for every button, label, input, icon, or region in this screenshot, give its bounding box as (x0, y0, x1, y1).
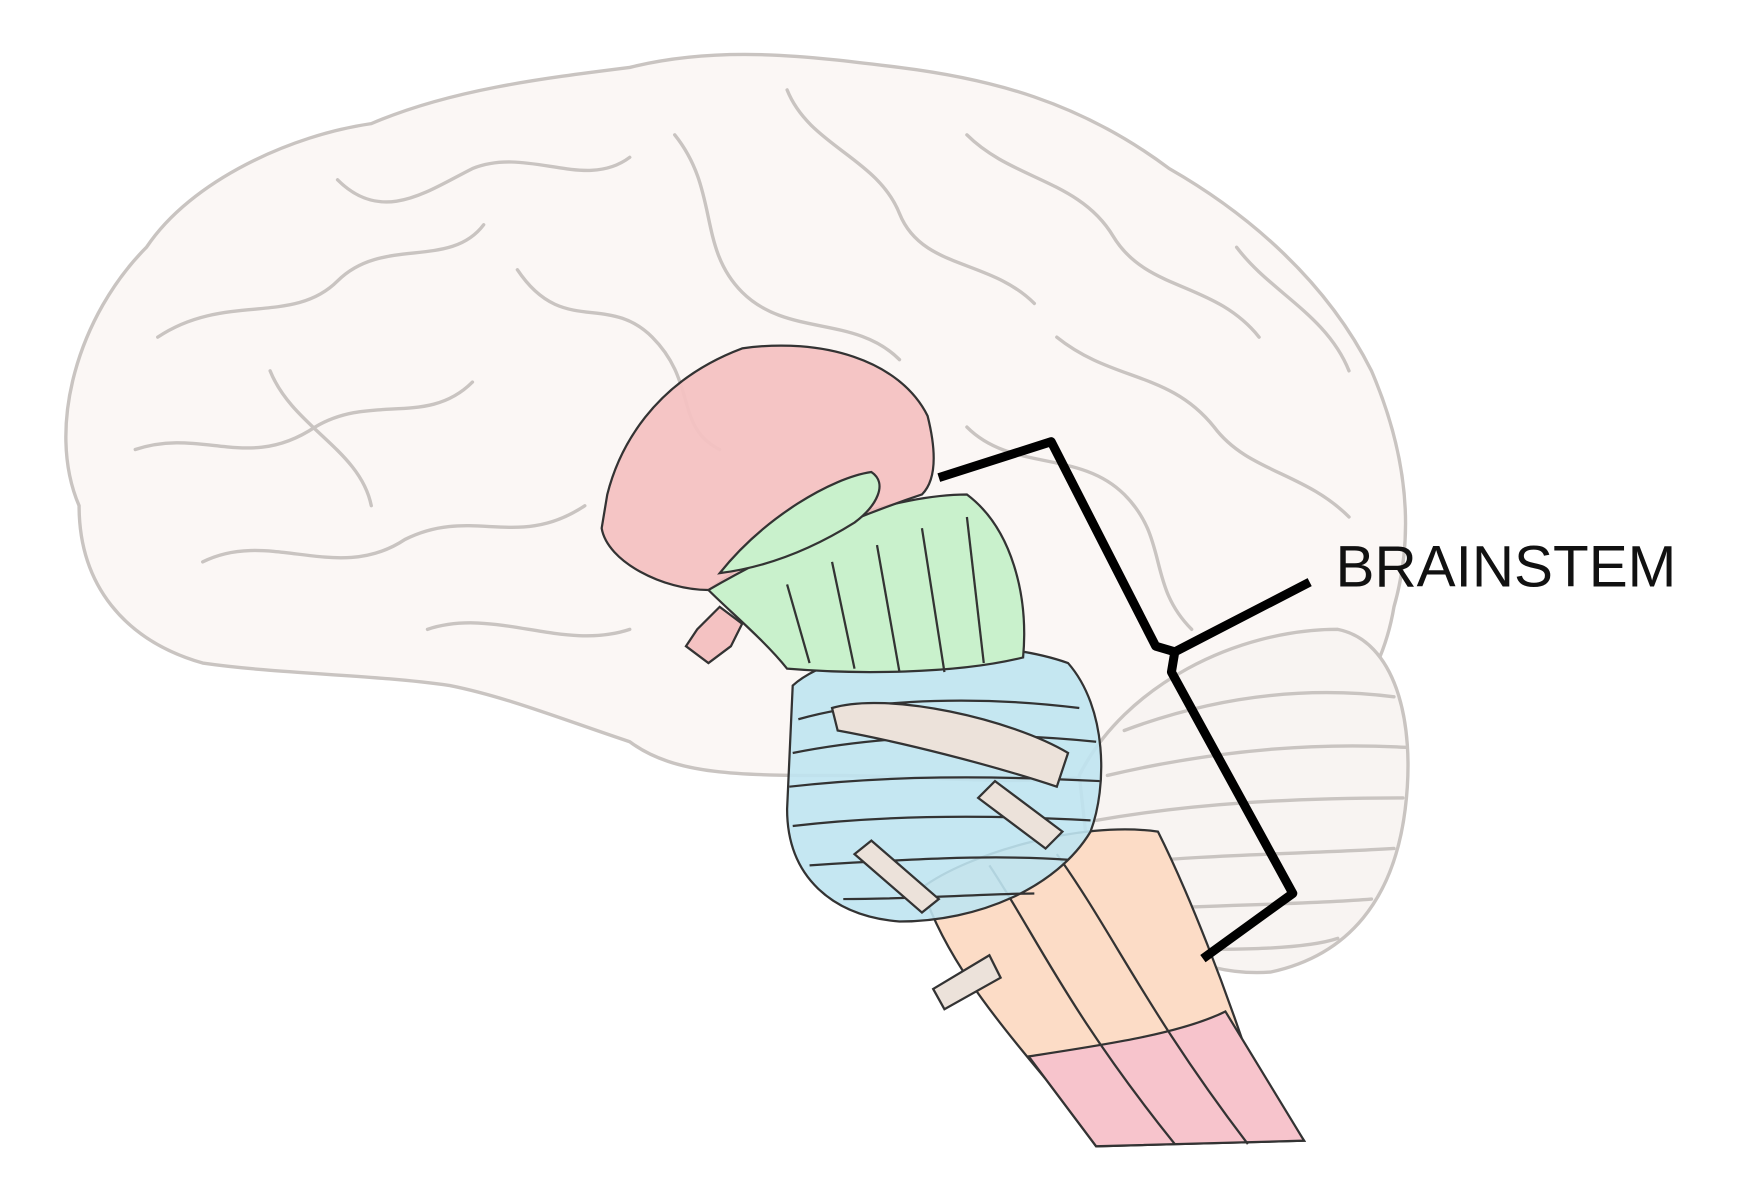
brainstem-bracket (937, 437, 1312, 963)
midbrain-striations (786, 516, 985, 673)
brainstem-label: BRAINSTEM (1336, 535, 1677, 600)
cerebral-peduncle-band (830, 701, 1070, 789)
cranial-nerve (852, 839, 941, 915)
optic-stalk (684, 605, 744, 665)
cranial-nerve (976, 779, 1065, 850)
cerebrum-sulci (133, 88, 1351, 638)
thalamus (600, 344, 935, 592)
pineal-green-band (717, 470, 881, 575)
cranial-nerve (931, 953, 1003, 1011)
spinal-cord (1026, 1009, 1307, 1148)
